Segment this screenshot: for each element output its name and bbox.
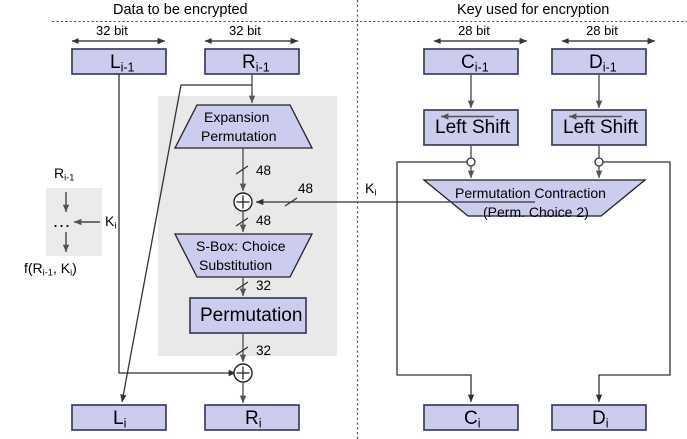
tick-48-a bbox=[235, 165, 249, 175]
perm-contraction-shape bbox=[422, 179, 647, 217]
left-shift-1-shape bbox=[423, 109, 519, 146]
permutation-shape bbox=[189, 297, 307, 334]
box-d-prev bbox=[551, 48, 647, 75]
box-l-prev bbox=[71, 48, 167, 75]
tick-48-b bbox=[235, 217, 249, 227]
sbox-shape bbox=[173, 233, 314, 278]
wire-lprev-to-xor bbox=[118, 74, 237, 377]
box-c-next bbox=[423, 404, 519, 431]
box-l-next bbox=[71, 404, 167, 431]
junction-c bbox=[466, 157, 476, 167]
junction-d bbox=[594, 157, 604, 167]
tick-32-a bbox=[235, 281, 249, 291]
tick-32-b bbox=[235, 346, 249, 356]
box-d-next bbox=[551, 404, 647, 431]
left-shift-2-shape bbox=[551, 109, 647, 146]
wire-c-branch bbox=[396, 161, 475, 403]
expansion-permutation-shape bbox=[173, 104, 314, 149]
tick-48-key bbox=[284, 197, 298, 207]
box-r-prev bbox=[204, 48, 300, 75]
box-c-prev bbox=[423, 48, 519, 75]
wire-rprev-to-lnext bbox=[120, 84, 252, 403]
box-r-next bbox=[204, 404, 300, 431]
wire-d-branch bbox=[595, 161, 671, 403]
